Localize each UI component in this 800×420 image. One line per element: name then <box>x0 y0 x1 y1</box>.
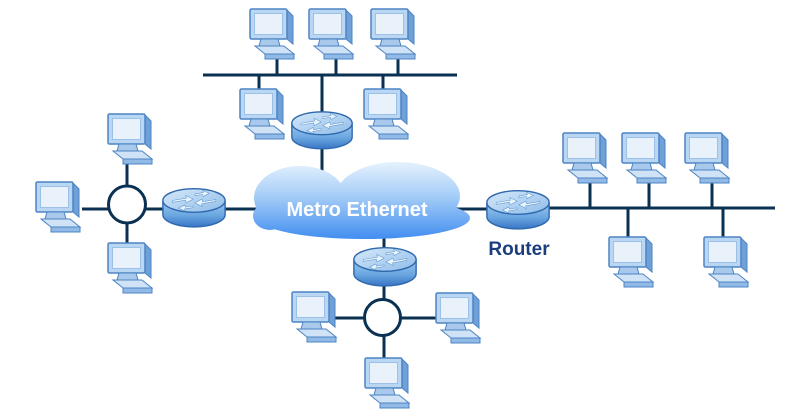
cloud-label: Metro Ethernet <box>286 199 427 221</box>
router-icon <box>486 190 550 230</box>
metro-ethernet-cloud-icon: Metro Ethernet <box>253 162 470 239</box>
cloud-lobe <box>258 197 470 239</box>
top-lan <box>203 8 457 176</box>
workstation-icon <box>364 357 410 409</box>
workstation-icon <box>239 88 285 140</box>
workstation-icon <box>684 132 730 184</box>
workstation-icon <box>363 88 409 140</box>
workstation-icon <box>370 8 416 60</box>
workstation-icon <box>308 8 354 60</box>
left-lan <box>35 113 264 294</box>
workstation-icon <box>435 292 481 344</box>
workstation-icon <box>621 132 667 184</box>
workstation-icon <box>249 8 295 60</box>
bottom-lan <box>291 230 481 409</box>
workstation-icon <box>107 113 153 165</box>
workstation-icon <box>608 236 654 288</box>
hub-icon <box>363 298 402 337</box>
router-icon <box>162 188 226 228</box>
workstation-icon <box>291 291 337 343</box>
workstation-icon <box>107 242 153 294</box>
router-icon <box>291 111 353 150</box>
router-label: Router <box>488 239 550 260</box>
hub-icon <box>107 184 147 225</box>
workstation-icon <box>703 236 749 288</box>
workstation-icon <box>35 181 81 233</box>
workstation-icon <box>562 132 608 184</box>
right-lan: Router <box>452 132 775 288</box>
router-icon <box>353 247 417 287</box>
